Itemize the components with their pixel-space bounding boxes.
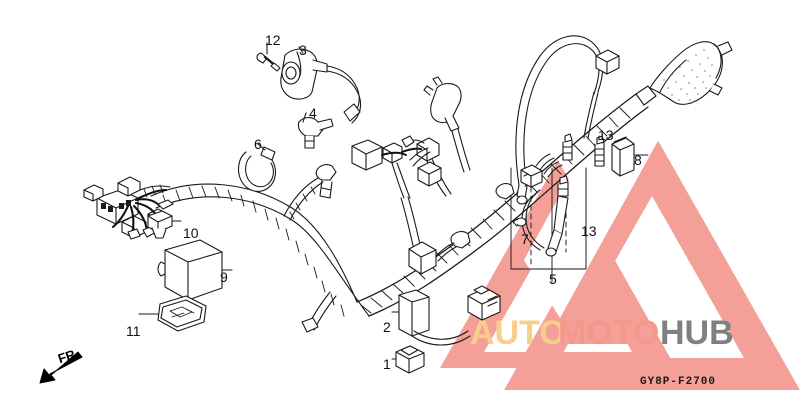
callout-label-terminal-13-upper: 13 (598, 127, 614, 143)
watermark-text-hub: HUB (660, 314, 734, 352)
callout-label-spark-plug-cap-4: 4 (309, 105, 317, 121)
callout-label-bolt-12: 12 (265, 32, 281, 48)
callout-label-relay-9: 9 (220, 269, 228, 285)
callout-label-ignition-coil-3: 3 (299, 42, 307, 58)
callout-label-sub-harness-5: 5 (549, 271, 557, 287)
callout-label-terminal-13-lower: 13 (581, 223, 597, 239)
callout-label-wire-band-6: 6 (254, 136, 262, 152)
watermark-text-auto: AUTO (470, 314, 566, 352)
callout-label-connector-1: 1 (383, 356, 391, 372)
callout-label-connector-block-8: 8 (634, 152, 642, 168)
callout-label-connector-7: 7 (521, 231, 529, 247)
watermark-text-moto: MOTO (558, 314, 660, 352)
part-number-label: GY8P-F2700 (640, 376, 717, 388)
callout-label-control-unit-11: 11 (126, 323, 141, 339)
callout-label-clip-10: 10 (183, 225, 199, 241)
callout-label-relay-unit-2: 2 (383, 319, 391, 335)
